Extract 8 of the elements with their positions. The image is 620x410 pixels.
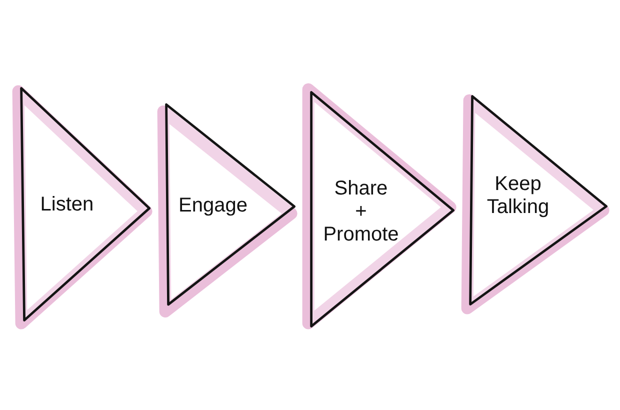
- step-label: Keep Talking: [486, 172, 550, 219]
- step-triangle: [460, 94, 610, 314]
- step-triangle: [302, 82, 456, 330]
- step-label: Listen: [40, 193, 94, 216]
- step-triangle: [12, 84, 152, 330]
- step-label: Engage: [178, 194, 248, 218]
- step-label: Share + Promote: [323, 177, 399, 246]
- step-triangle: [156, 102, 298, 318]
